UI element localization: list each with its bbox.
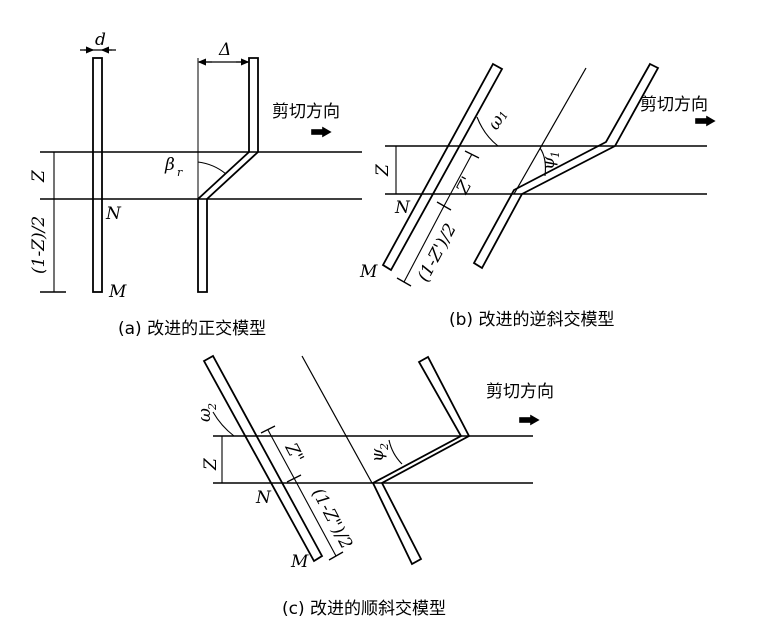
panel-c — [202, 354, 540, 566]
dim-tick — [328, 551, 344, 561]
omega-angle-arc — [476, 116, 499, 147]
shear-direction-label: 剪切方向 — [640, 95, 708, 115]
panel-a — [40, 50, 362, 293]
straight-fibre — [381, 62, 504, 272]
dim-tick — [286, 474, 302, 483]
shear-direction-label: 剪切方向 — [272, 102, 340, 122]
omega-angle-arc — [212, 411, 235, 437]
label-psi-sub: 1 — [549, 151, 562, 158]
panel-b — [381, 62, 716, 287]
label-omega-sub: 2 — [206, 403, 219, 411]
label-z: Z — [373, 163, 393, 177]
shear-direction-arrow — [695, 115, 716, 127]
dim-tick — [436, 201, 452, 211]
caption-c: (c) 改进的顺斜交模型 — [282, 599, 446, 619]
dim-tick — [260, 425, 276, 434]
zpp-dim-line — [267, 429, 295, 479]
kinked-fibre — [472, 62, 660, 270]
beta-angle-arc — [197, 161, 227, 175]
label-delta: Δ — [218, 40, 231, 60]
psi-angle-arc — [388, 439, 403, 465]
label-psi-sub: 2 — [378, 443, 391, 451]
label-n: N — [394, 198, 411, 218]
label-d: d — [95, 30, 106, 50]
label-z: Z — [201, 457, 221, 471]
label-zpp: Z" — [280, 439, 307, 467]
shear-direction-arrow — [519, 414, 540, 426]
label-m: M — [359, 262, 378, 282]
dim-tick — [396, 277, 412, 287]
reference-line — [513, 67, 587, 195]
label-omega: ω — [195, 408, 215, 422]
psi-angle-arc — [539, 147, 546, 177]
label-rest: (1-Z)/2 — [29, 216, 49, 274]
dim-tick — [464, 150, 480, 159]
label-z: Z — [29, 169, 49, 183]
label-rest: (1-Z')/2 — [414, 220, 461, 285]
label-n: N — [105, 204, 122, 224]
shear-direction-arrow — [311, 126, 332, 138]
straight-fibre — [202, 354, 324, 563]
label-psi: ψ — [539, 156, 559, 170]
rest-dim-line — [403, 205, 445, 283]
zp-dim-line — [443, 153, 473, 207]
label-beta: β — [164, 155, 175, 175]
label-psi: ψ — [368, 448, 388, 462]
kinked-fibre — [197, 57, 259, 293]
shear-direction-label: 剪切方向 — [486, 382, 554, 402]
rest-dim-line — [293, 477, 337, 557]
caption-b: (b) 改进的逆斜交模型 — [449, 310, 614, 330]
straight-fibre — [92, 57, 103, 293]
caption-a: (a) 改进的正交模型 — [118, 319, 266, 339]
label-m: M — [108, 282, 127, 302]
reference-line — [301, 355, 373, 484]
label-beta-sub: r — [177, 166, 183, 179]
kinked-fibre — [371, 355, 471, 566]
label-m: M — [290, 552, 309, 572]
label-n: N — [255, 488, 272, 508]
